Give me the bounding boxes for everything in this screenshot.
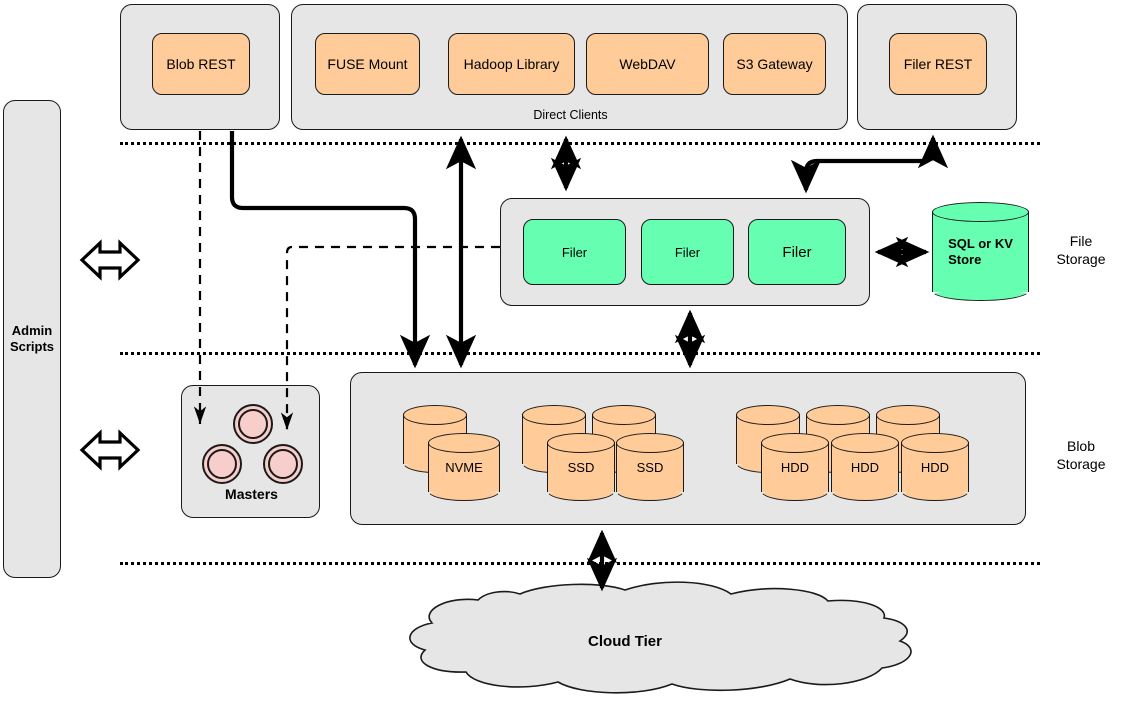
masters-group: Masters	[181, 385, 320, 518]
volume-ssd-1-label: SSD	[567, 459, 595, 475]
volume-hdd-2-label: HDD	[850, 459, 880, 475]
blob-storage-line2: Storage	[1056, 456, 1106, 473]
filer-rest-group: Filer REST	[857, 4, 1017, 130]
blob-rest-group: Blob REST	[120, 4, 280, 130]
client-s3-gateway[interactable]: S3 Gateway	[723, 33, 826, 95]
volume-ssd-1[interactable]: SSD	[547, 433, 615, 501]
connector-filer-rest-to-filers	[790, 134, 949, 194]
admin-to-file-storage-arrow	[79, 239, 141, 281]
client-hadoop-library[interactable]: Hadoop Library	[448, 33, 575, 95]
cloud-tier-label: Cloud Tier	[588, 633, 662, 650]
volume-ssd-2-label: SSD	[636, 459, 664, 475]
master-node-1[interactable]	[233, 404, 273, 444]
volume-hdd-2[interactable]: HDD	[831, 433, 899, 501]
blob-storage-line1: Blob	[1066, 438, 1096, 454]
volume-hdd-3-label: HDD	[920, 459, 950, 475]
client-fuse-mount[interactable]: FUSE Mount	[315, 33, 420, 95]
volume-ssd-2[interactable]: SSD	[616, 433, 684, 501]
store-cyl-body	[932, 211, 1029, 292]
filer-node-2[interactable]: Filer	[641, 219, 734, 285]
file-storage-line2: Storage	[1056, 251, 1106, 268]
client-blob-rest[interactable]: Blob REST	[152, 33, 250, 95]
volume-hdd-1[interactable]: HDD	[761, 433, 829, 501]
connector-blob-rest-to-volumes	[229, 131, 431, 369]
master-node-3[interactable]	[263, 444, 303, 484]
master-node-2[interactable]	[202, 444, 242, 484]
client-filer-rest[interactable]: Filer REST	[889, 33, 987, 95]
direct-clients-caption: Direct Clients	[533, 108, 608, 122]
admin-scripts-line2: Scripts	[9, 339, 55, 354]
filer-group: Filer Filer Filer	[500, 198, 870, 306]
volume-nvme-1[interactable]: NVME	[428, 433, 500, 501]
store-cyl-top	[932, 202, 1029, 222]
filer-node-3[interactable]: Filer	[748, 219, 846, 285]
store-label-line2: Store	[948, 251, 982, 267]
file-storage-line1: File	[1069, 233, 1093, 249]
admin-scripts-line1: Admin	[11, 322, 53, 338]
filer-node-1[interactable]: Filer	[523, 219, 626, 285]
masters-label: Masters	[225, 486, 278, 502]
store-label-line1: SQL or KV	[948, 235, 1013, 251]
tier-separator-blob-cloud	[120, 562, 1040, 565]
volume-hdd-3[interactable]: HDD	[901, 433, 969, 501]
admin-to-blob-storage-arrow	[79, 429, 141, 471]
client-webdav[interactable]: WebDAV	[586, 33, 709, 95]
tier-separator-file-blob	[120, 352, 1040, 355]
volume-hdd-1-label: HDD	[780, 459, 810, 475]
volume-nvme-1-label: NVME	[445, 459, 483, 475]
direct-clients-group: FUSE Mount Hadoop Library WebDAV S3 Gate…	[291, 4, 848, 130]
volume-servers-group: NVME SSD SSD HDD	[350, 372, 1026, 525]
tier-separator-clients	[120, 142, 1040, 145]
